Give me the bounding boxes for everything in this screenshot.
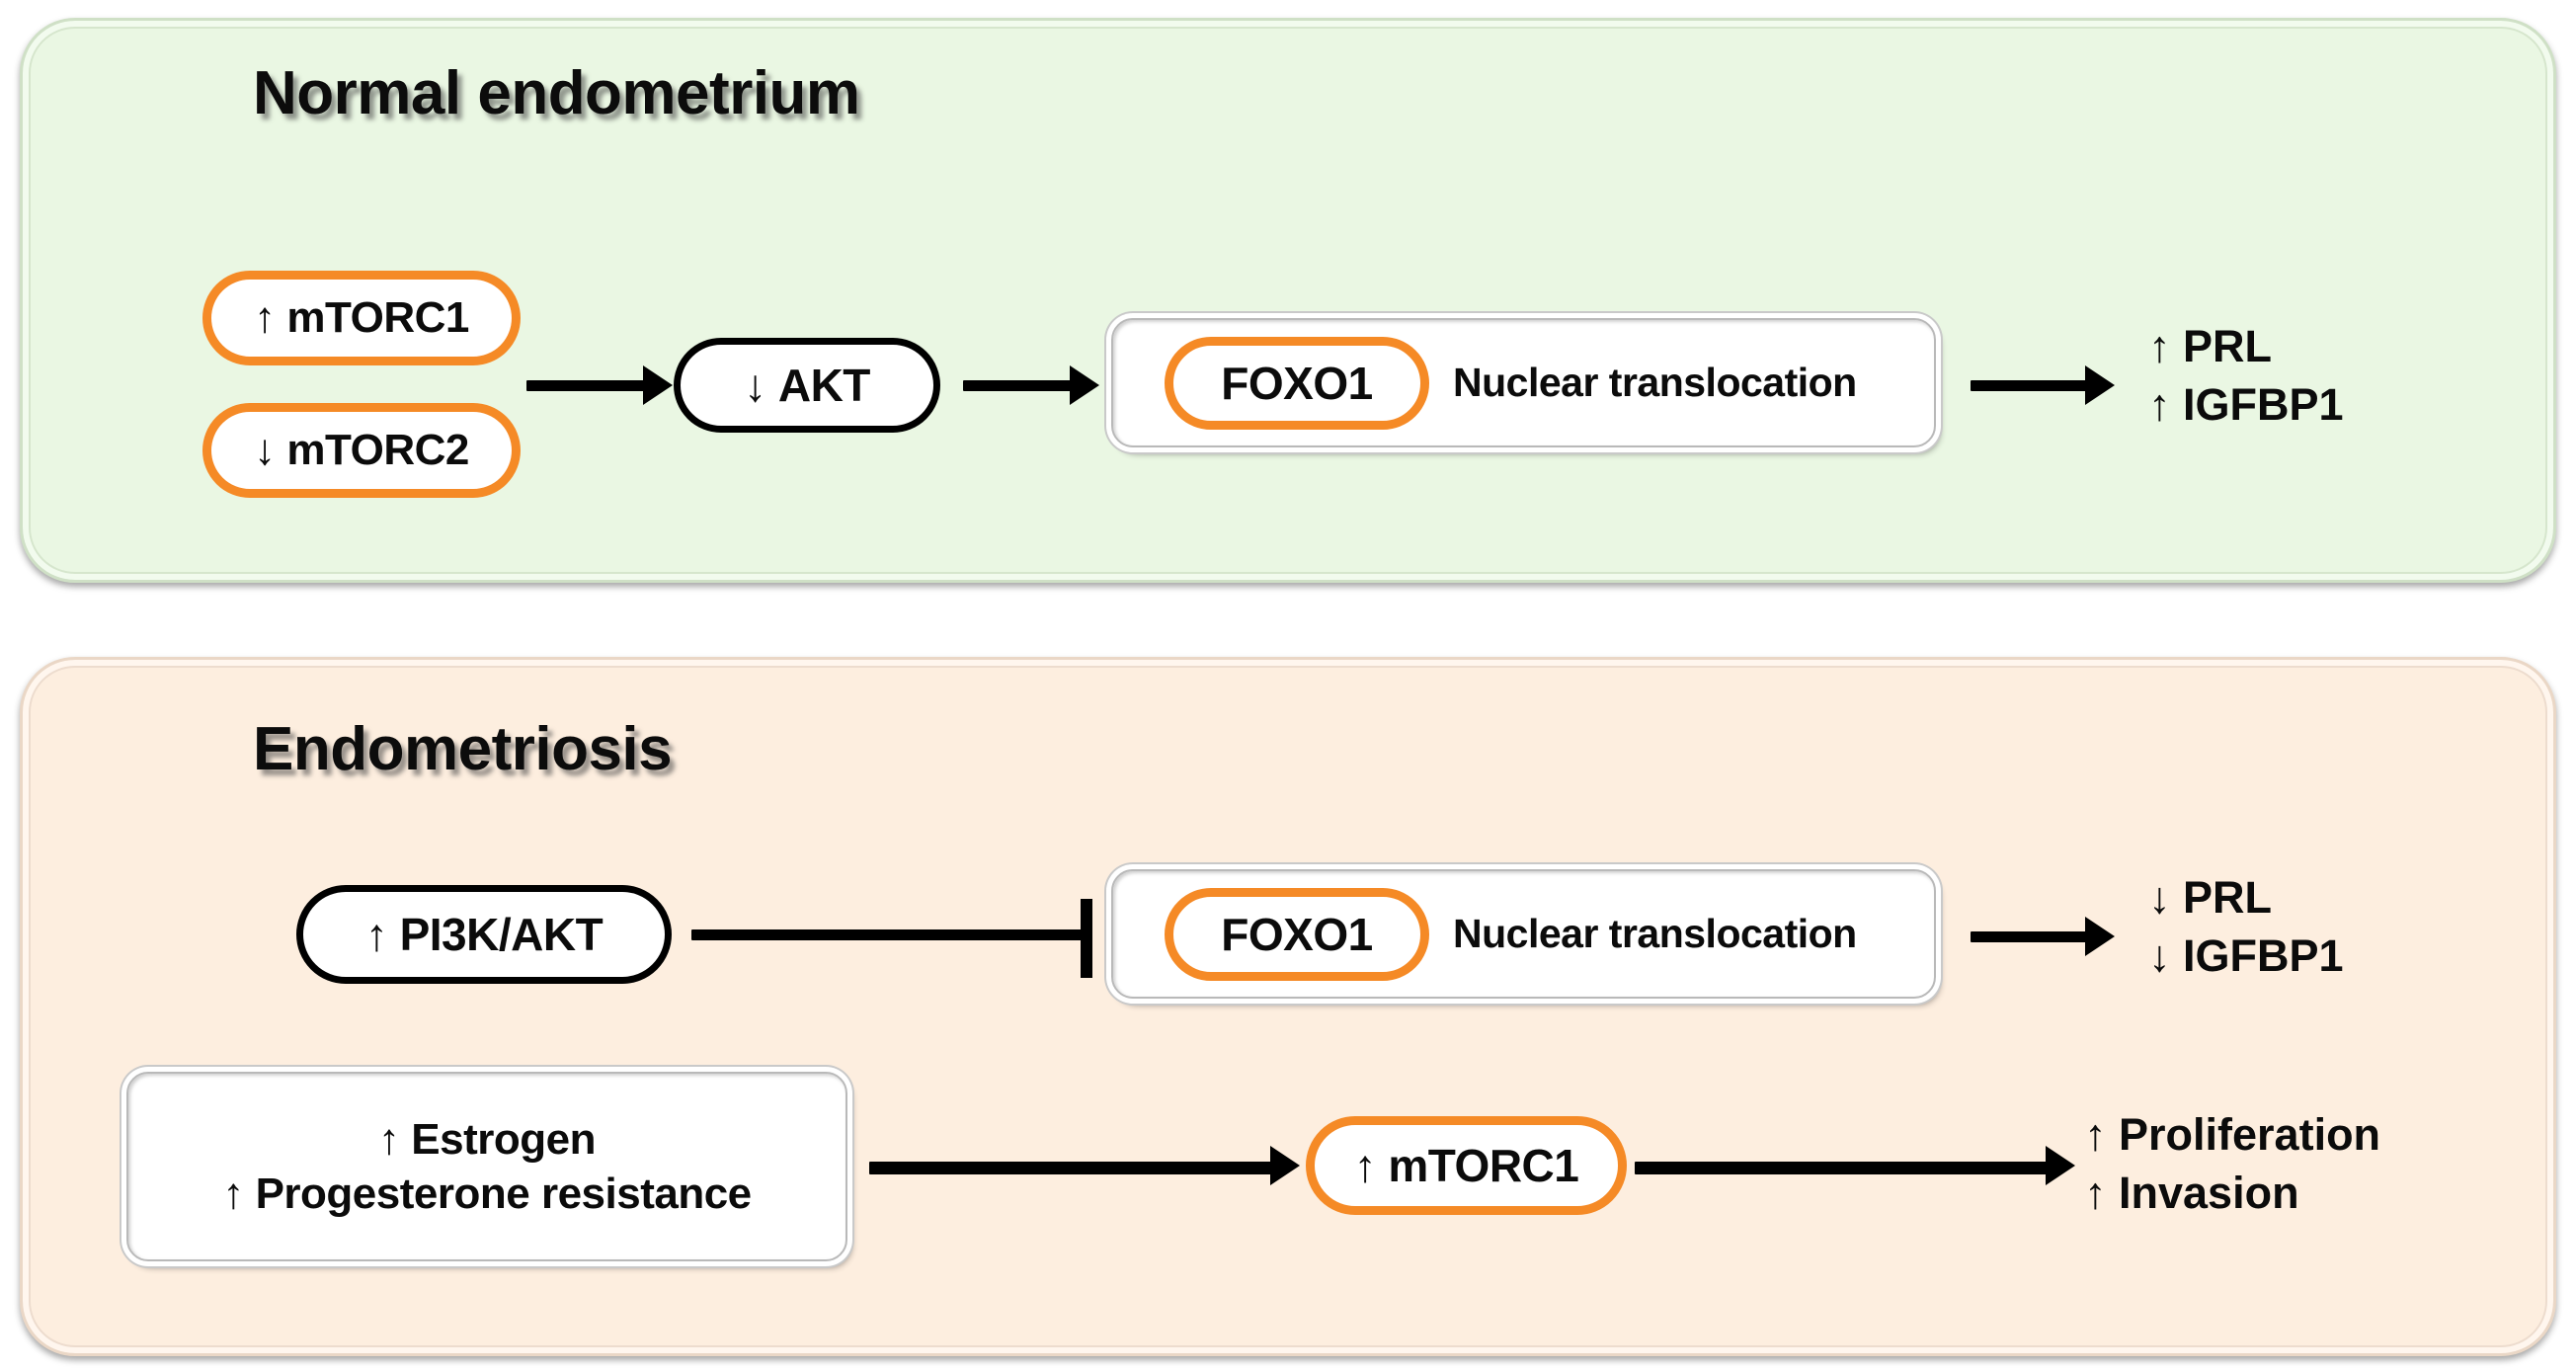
up-arrow-icon: ↑ [222, 1170, 244, 1218]
down-arrow-icon: ↓ [2148, 872, 2171, 923]
node-foxo1-endo-label: FOXO1 [1221, 908, 1373, 960]
node-mtorc1-endo[interactable]: ↑ mTORC1 [1306, 1116, 1627, 1215]
down-arrow-icon: ↓ [2148, 929, 2171, 981]
line-estrogen: ↑ Estrogen [378, 1114, 596, 1164]
node-mtorc1-normal[interactable]: ↑ mTORC1 [202, 271, 521, 365]
node-akt-normal-label: ↓ AKT [744, 360, 870, 411]
panel-title-normal-endometrium: Normal endometrium [253, 59, 860, 127]
box-foxo1-nuclear-translocation-endo: FOXO1 Nuclear translocation [1111, 869, 1936, 999]
node-foxo1-normal-label: FOXO1 [1221, 357, 1373, 409]
arrowhead-icon [2085, 917, 2115, 956]
node-foxo1-endo[interactable]: FOXO1 [1165, 887, 1429, 981]
edge-mtorc-to-akt [526, 365, 675, 405]
edge-shaft [526, 380, 647, 391]
node-mtorc2-normal-label: ↓ mTORC2 [254, 426, 469, 474]
outcomes-normal: ↑ PRL ↑ IGFBP1 [2148, 318, 2344, 434]
up-arrow-icon: ↑ [2148, 378, 2171, 430]
edge-estrogen-to-mtorc1 [869, 1146, 1314, 1189]
box-estrogen-progesterone-text: ↑ Estrogen ↑ Progesterone resistance [128, 1112, 845, 1222]
node-pi3k-akt-endo[interactable]: ↑ PI3K/AKT [296, 885, 672, 984]
up-arrow-icon: ↑ [2148, 321, 2171, 371]
outcome-prl-endo: ↓ PRL [2148, 872, 2273, 923]
edge-foxo1-to-outcomes-endo [1971, 917, 2129, 956]
down-arrow-icon: ↓ [254, 426, 276, 474]
outcome-prl-normal: ↑ PRL [2148, 321, 2273, 371]
node-mtorc1-normal-label: ↑ mTORC1 [254, 293, 469, 342]
edge-shaft [1635, 1162, 2050, 1174]
edge-shaft [1971, 380, 2089, 391]
up-arrow-icon: ↑ [254, 293, 276, 342]
label-nuclear-translocation-endo: Nuclear translocation [1453, 911, 1857, 956]
outcome-igfbp1-normal: ↑ IGFBP1 [2148, 378, 2344, 430]
outcomes-endo-top: ↓ PRL ↓ IGFBP1 [2148, 869, 2344, 985]
outcome-igfbp1-endo: ↓ IGFBP1 [2148, 929, 2344, 981]
up-arrow-icon: ↑ [378, 1114, 400, 1164]
up-arrow-icon: ↑ [2084, 1167, 2107, 1218]
down-arrow-icon: ↓ [744, 360, 766, 411]
node-foxo1-normal[interactable]: FOXO1 [1165, 336, 1429, 430]
node-mtorc2-normal[interactable]: ↓ mTORC2 [202, 403, 521, 498]
edge-shaft [869, 1162, 1274, 1174]
edge-pi3k-akt-inhibits-foxo1 [691, 889, 1106, 988]
edge-shaft [691, 929, 1087, 940]
box-foxo1-nuclear-translocation-normal: FOXO1 Nuclear translocation [1111, 318, 1936, 447]
arrowhead-icon [643, 365, 673, 405]
up-arrow-icon: ↑ [1353, 1140, 1377, 1191]
arrowhead-icon [1070, 365, 1099, 405]
panel-title-endometriosis: Endometriosis [253, 715, 673, 783]
box-estrogen-progesterone-endo: ↑ Estrogen ↑ Progesterone resistance [126, 1072, 847, 1261]
edge-mtorc1-to-outcomes-endo [1635, 1146, 2089, 1189]
edge-foxo1-to-outcomes-normal [1971, 365, 2129, 405]
edge-shaft [1971, 931, 2089, 942]
outcomes-endo-bottom: ↑ Proliferation ↑ Invasion [2084, 1106, 2380, 1222]
up-arrow-icon: ↑ [2084, 1109, 2107, 1160]
label-nuclear-translocation-normal: Nuclear translocation [1453, 360, 1857, 405]
inhibition-tbar-icon [1081, 899, 1092, 978]
line-progesterone-resistance: ↑ Progesterone resistance [222, 1170, 752, 1218]
edge-shaft [963, 380, 1074, 391]
up-arrow-icon: ↑ [364, 909, 388, 960]
outcome-invasion: ↑ Invasion [2084, 1167, 2299, 1218]
node-mtorc1-endo-label: ↑ mTORC1 [1353, 1140, 1579, 1191]
arrowhead-icon [2085, 365, 2115, 405]
node-akt-normal[interactable]: ↓ AKT [674, 338, 940, 433]
arrowhead-icon [1270, 1146, 1300, 1185]
node-pi3k-akt-endo-label: ↑ PI3K/AKT [364, 909, 604, 960]
edge-akt-to-foxo1 [963, 365, 1111, 405]
outcome-proliferation: ↑ Proliferation [2084, 1109, 2381, 1160]
arrowhead-icon [2046, 1146, 2075, 1185]
